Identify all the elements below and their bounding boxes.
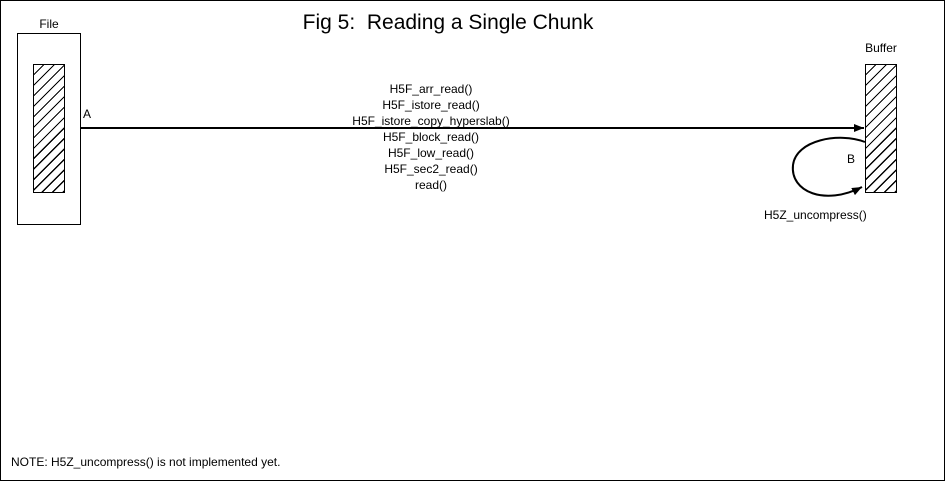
- call-stack-item: H5F_block_read(): [382, 130, 480, 144]
- call-stack-item: read(): [414, 178, 447, 192]
- call-stack-item: H5F_arr_read(): [389, 82, 473, 96]
- arrow-b-caption: H5Z_uncompress(): [764, 208, 867, 222]
- figure-title: Fig 5: Reading a Single Chunk: [302, 11, 594, 34]
- file-label: File: [39, 17, 59, 31]
- arrow-b-loop: [791, 136, 866, 197]
- footnote: NOTE: H5Z_uncompress() is not implemente…: [11, 455, 281, 469]
- arrow-b-label: B: [847, 152, 856, 166]
- call-stack-item: H5F_istore_copy_hyperslab(): [352, 114, 510, 128]
- call-stack-list: H5F_arr_read() H5F_istore_read() H5F_ist…: [271, 81, 591, 193]
- call-stack-item: H5F_sec2_read(): [384, 162, 478, 176]
- file-chunk-hatched: [33, 64, 65, 193]
- call-stack-item: H5F_istore_read(): [382, 98, 480, 112]
- buffer-rect-hatched: [865, 64, 897, 193]
- buffer-label: Buffer: [865, 41, 897, 55]
- arrow-a-label: A: [83, 107, 92, 121]
- call-stack-item: H5F_low_read(): [387, 146, 475, 160]
